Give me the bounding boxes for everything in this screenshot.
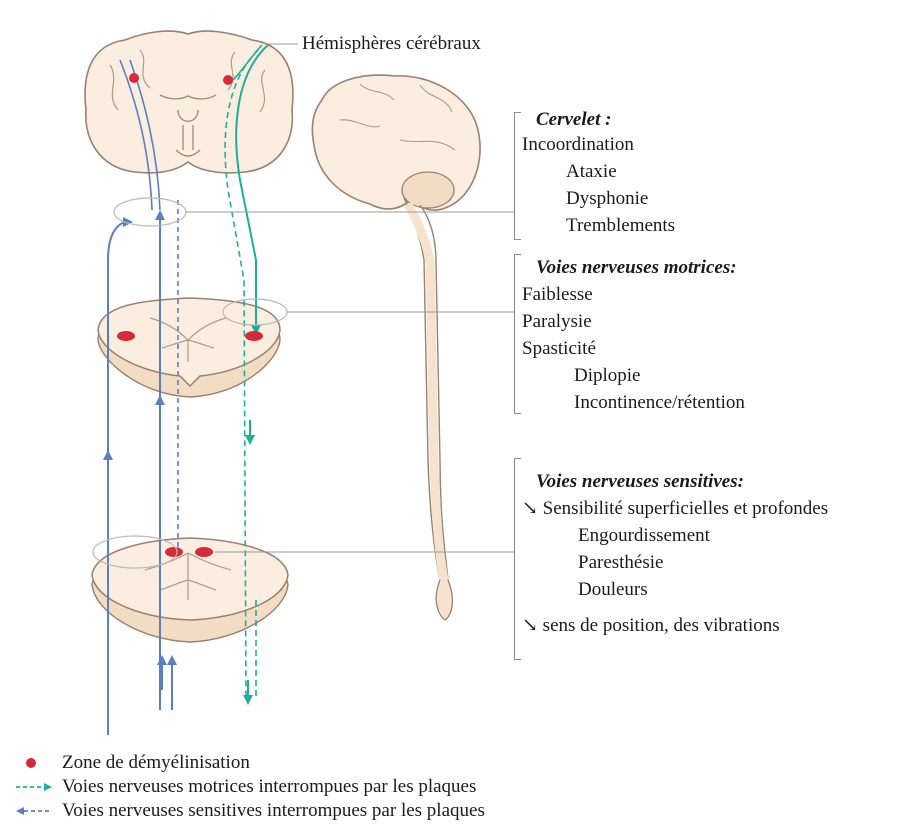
sensitives-item: ↘ Sensibilité superficielles et profonde… (522, 497, 828, 521)
sensitives-bracket (514, 458, 515, 660)
lesion (117, 331, 135, 341)
motrices-bracket (514, 254, 515, 414)
cervelet-item: Ataxie (566, 160, 617, 184)
lesion (223, 75, 233, 85)
motrices-title: Voies nerveuses motrices: (536, 256, 737, 280)
cervelet-bracket (514, 112, 515, 240)
cervelet-item: Dysphonie (566, 187, 648, 211)
lesion-legend-icon (26, 758, 36, 768)
motrices-item: Diplopie (574, 364, 641, 388)
legend-symbols (16, 758, 52, 815)
motrices-item: Incontinence/rétention (574, 391, 745, 415)
spinal-cord-section-lower (92, 538, 288, 642)
cervelet-item: Tremblements (566, 214, 675, 238)
cervelet-title: Cervelet : (536, 108, 611, 132)
legend-demyelination: Zone de démyélinisation (62, 751, 250, 775)
lesion (129, 73, 139, 83)
sensitives-item: ↘ sens de position, des vibrations (522, 614, 780, 638)
motrices-item: Faiblesse (522, 283, 593, 307)
lesion (165, 547, 183, 557)
sensitives-item: Douleurs (578, 578, 648, 602)
sensitives-item: Paresthésie (578, 551, 663, 575)
legend-motor: Voies nerveuses motrices interrompues pa… (62, 775, 476, 799)
hemispheres-label: Hémisphères cérébraux (302, 32, 481, 56)
spinal-cord-section-middle (98, 298, 280, 397)
brain-lateral-view (312, 75, 480, 620)
motrices-item: Paralysie (522, 310, 592, 334)
sensitives-item: Engourdissement (578, 524, 710, 548)
cervelet-item: Incoordination (522, 133, 634, 157)
sensitives-title: Voies nerveuses sensitives: (536, 470, 744, 494)
legend-sensory: Voies nerveuses sensitives interrompues … (62, 799, 485, 823)
lesion (195, 547, 213, 557)
lesion (245, 331, 263, 341)
motrices-item: Spasticité (522, 337, 596, 361)
